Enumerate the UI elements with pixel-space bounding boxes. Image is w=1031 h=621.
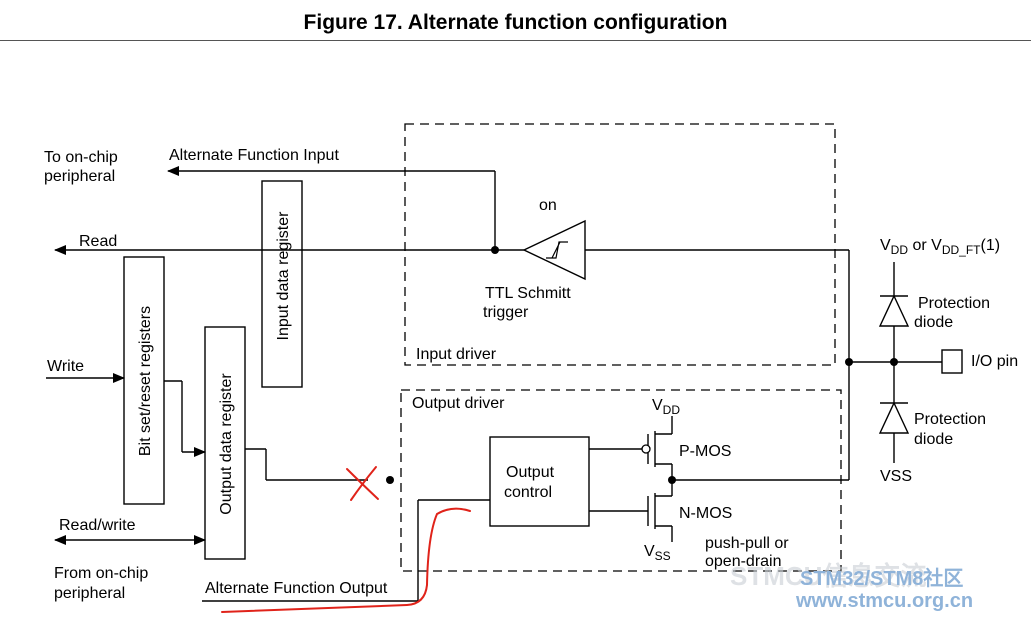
protection-diode-top (878, 294, 910, 327)
watermark-line1: STM32/STM8社区 (800, 566, 963, 590)
pmos-gate-bubble (641, 444, 651, 454)
ttl-schmitt-label-line2: trigger (483, 304, 529, 321)
alt-func-output-label: Alternate Function Output (205, 580, 388, 597)
junction-dots (386, 246, 898, 484)
protection-diode-top-label-line1: Protection (918, 295, 990, 312)
output-data-register-block (204, 326, 246, 560)
output-control-block (489, 436, 590, 527)
watermark: STMCU信息交流 STM32/STM8社区 www.stmcu.org.cn (730, 561, 973, 612)
input-driver-box (404, 123, 836, 366)
output-data-register-label: Output data register (218, 373, 235, 515)
figure-title: Figure 17. Alternate function configurat… (303, 11, 728, 34)
push-pull-label-line2: open-drain (705, 553, 782, 570)
vss-label: VSS (644, 543, 671, 563)
input-data-register-block (261, 180, 303, 388)
nmos-label: N-MOS (679, 505, 732, 522)
bit-setreset-registers-label: Bit set/reset registers (137, 306, 154, 456)
red-underline-annotation (221, 507, 471, 613)
protection-diode-bottom-label-line2: diode (914, 431, 953, 448)
watermark-ghost-text: STMCU信息交流 (730, 561, 926, 591)
vdd-vddft-label: VDD or VDD_FT(1) (880, 237, 1000, 257)
output-control-label-line1: Output (506, 464, 555, 481)
output-driver-label: Output driver (412, 395, 505, 412)
read-label: Read (79, 233, 117, 250)
protection-diode-bottom (878, 401, 910, 434)
watermark-line2: www.stmcu.org.cn (795, 590, 973, 612)
output-control-label-line2: control (504, 484, 552, 501)
protection-diode-bottom-label-line1: Protection (914, 411, 986, 428)
wires (46, 166, 942, 602)
to-onchip-label-line1: To on-chip (44, 149, 118, 166)
to-onchip-label-line2: peripheral (44, 168, 115, 185)
read-write-label: Read/write (59, 517, 136, 534)
protection-diode-top-label-line2: diode (914, 314, 953, 331)
push-pull-label-line1: push-pull or (705, 535, 789, 552)
pmos-label: P-MOS (679, 443, 731, 460)
io-pin-label: I/O pin (971, 353, 1018, 370)
write-label: Write (47, 358, 84, 375)
ttl-schmitt-label-line1: TTL Schmitt (485, 285, 571, 302)
vdd-label: VDD (652, 397, 680, 417)
vss-bottom-label: VSS (880, 468, 912, 485)
ttl-schmitt-trigger-symbol (522, 219, 586, 281)
io-pin-pad (941, 349, 963, 374)
title-divider (0, 40, 1031, 41)
input-driver-label: Input driver (416, 346, 497, 363)
red-cross-annotation (346, 466, 379, 501)
schmitt-on-label: on (539, 197, 557, 214)
hysteresis-icon (546, 241, 568, 259)
from-onchip-label-line1: From on-chip (54, 565, 148, 582)
from-onchip-label-line2: peripheral (54, 585, 125, 602)
alt-func-input-label: Alternate Function Input (169, 147, 339, 164)
input-data-register-label: Input data register (275, 211, 292, 341)
